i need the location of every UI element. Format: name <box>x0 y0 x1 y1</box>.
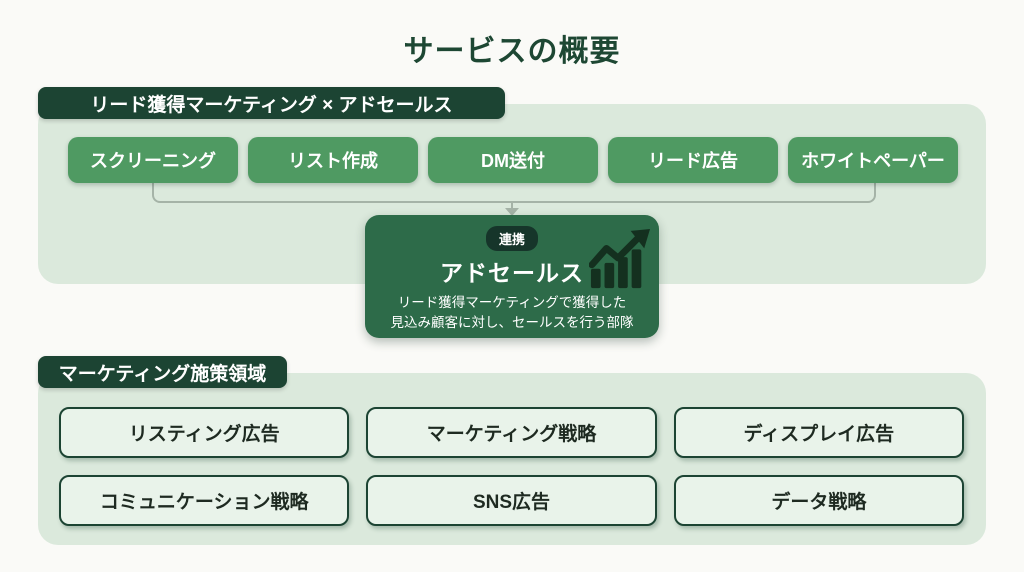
connector-bracket <box>152 183 876 203</box>
measures-panel: リスティング広告 マーケティング戦略 ディスプレイ広告 コミュニケーション戦略 … <box>38 373 986 545</box>
measure-marketing-strategy: マーケティング戦略 <box>366 407 657 458</box>
adsales-description-line1: リード獲得マーケティングで獲得した <box>397 295 627 310</box>
bar-chart-growth-icon <box>589 228 651 289</box>
connector-stem <box>511 201 513 209</box>
lead-marketing-section-label-text: リード獲得マーケティング × アドセールス <box>90 94 453 116</box>
cooperation-badge: 連携 <box>485 226 538 251</box>
measures-section-label: マーケティング施策領域 <box>38 356 287 388</box>
measures-section-label-text: マーケティング施策領域 <box>58 363 267 385</box>
connector-arrow-icon <box>505 208 519 216</box>
measure-listing-ad: リスティング広告 <box>59 407 350 458</box>
marketing-steps-row: スクリーニング リスト作成 DM送付 リード広告 ホワイトペーパー <box>68 137 958 183</box>
measure-sns-ad: SNS広告 <box>366 475 657 526</box>
adsales-description: リード獲得マーケティングで獲得した 見込み顧客に対し、セールスを行う部隊 <box>365 293 659 332</box>
step-dm-send: DM送付 <box>428 137 598 183</box>
adsales-box: 連携 アドセールス リード獲得マーケティングで獲得した 見込み顧客に対し、セール… <box>365 215 659 338</box>
step-lead-ad: リード広告 <box>608 137 778 183</box>
adsales-description-line2: 見込み顧客に対し、セールスを行う部隊 <box>390 314 634 330</box>
measure-display-ad: ディスプレイ広告 <box>673 407 964 458</box>
step-whitepaper: ホワイトペーパー <box>788 137 958 183</box>
step-list-creation: リスト作成 <box>248 137 418 183</box>
measures-grid: リスティング広告 マーケティング戦略 ディスプレイ広告 コミュニケーション戦略 … <box>59 407 964 526</box>
lead-marketing-section-label: リード獲得マーケティング × アドセールス <box>38 87 505 119</box>
adsales-title: アドセールス <box>440 260 584 286</box>
measure-communication-strategy: コミュニケーション戦略 <box>59 475 350 526</box>
step-screening: スクリーニング <box>68 137 238 183</box>
page-title: サービスの概要 <box>403 35 621 68</box>
measure-data-strategy: データ戦略 <box>673 475 964 526</box>
